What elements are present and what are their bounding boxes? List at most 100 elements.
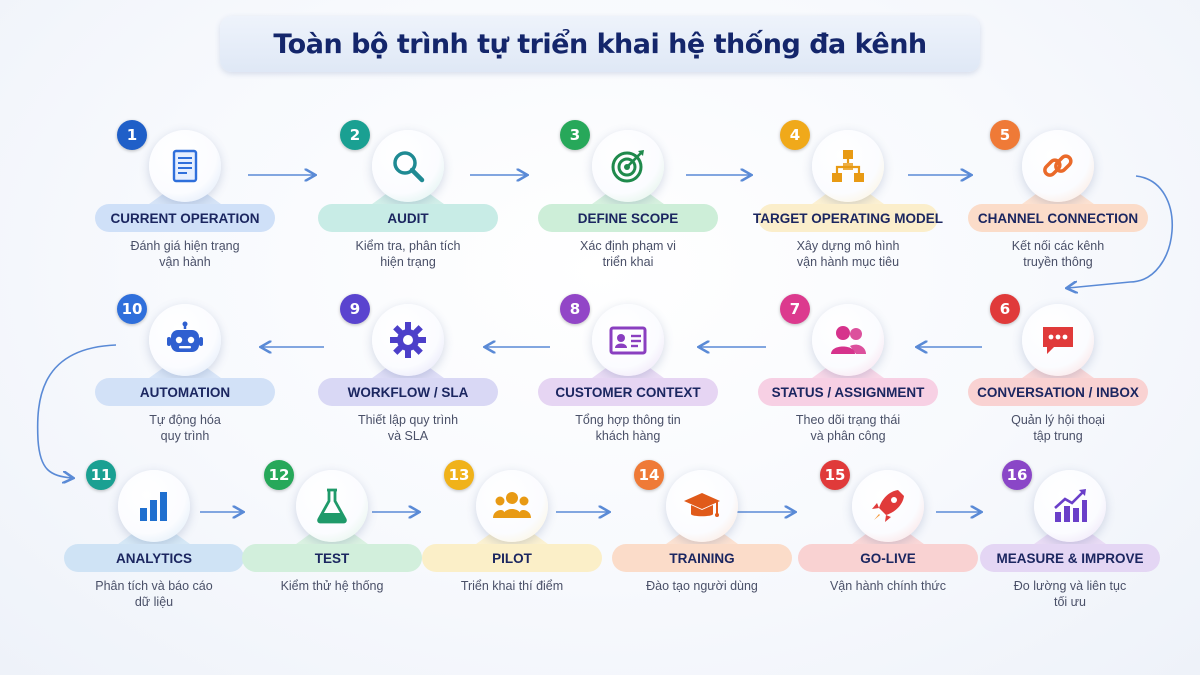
step-number-badge: 16 <box>1002 460 1032 490</box>
step-description-line: Tự động hóa <box>149 413 221 427</box>
users-icon <box>831 326 866 354</box>
step-description-line: Kiểm tra, phân tích <box>355 239 461 253</box>
step-description: Kiểm tra, phân tích hiện trạng <box>308 238 508 270</box>
step-15: 15 GO-LIVE Vận hành chính thức <box>798 458 978 608</box>
step-description-line: và SLA <box>387 429 429 443</box>
step-description-line: Triển khai thí điểm <box>460 579 564 593</box>
step-description-line: Thiết lập quy trình <box>357 413 459 427</box>
step-4: 4 TARGET OPERATING MODEL Xây dựng mô hìn… <box>753 118 943 269</box>
step-label: CONVERSATION / INBOX <box>968 378 1148 406</box>
step-icon-circle <box>592 130 664 202</box>
step-icon-circle <box>296 470 368 542</box>
step-number-badge: 5 <box>990 120 1020 150</box>
step-label: WORKFLOW / SLA <box>318 378 498 406</box>
step-label: STATUS / ASSIGNMENT <box>758 378 938 406</box>
step-description-line: Đào tạo người dùng <box>646 579 758 593</box>
step-5: 5 CHANNEL CONNECTION Kết nối các kênh tru… <box>968 118 1148 269</box>
step-label: PILOT <box>422 544 602 572</box>
step-description-line: vận hành <box>159 255 211 269</box>
step-number-badge: 11 <box>86 460 116 490</box>
step-icon-circle <box>1022 130 1094 202</box>
step-number-badge: 7 <box>780 294 810 324</box>
step-description: Kết nối các kênh truyền thông <box>958 238 1158 270</box>
step-description-line: vận hành mục tiêu <box>796 255 900 269</box>
step-label: CURRENT OPERATION <box>95 204 275 232</box>
step-16: 16 MEASURE & IMPROVE Đo lường và liên tụ… <box>980 458 1160 609</box>
step-number-badge: 3 <box>560 120 590 150</box>
hierarchy-icon <box>832 150 864 182</box>
step-icon-circle <box>1034 470 1106 542</box>
step-label: ANALYTICS <box>64 544 244 572</box>
step-icon-circle <box>812 130 884 202</box>
step-number-badge: 14 <box>634 460 664 490</box>
step-2: 2 AUDIT Kiểm tra, phân tích hiện trạng <box>318 118 498 269</box>
id-card-icon <box>609 326 647 355</box>
step-description-line: tập trung <box>1033 429 1083 443</box>
rocket-icon <box>872 490 904 522</box>
step-icon-circle <box>1022 304 1094 376</box>
step-number-badge: 12 <box>264 460 294 490</box>
step-label: TARGET OPERATING MODEL <box>753 204 943 232</box>
step-description-line: Đánh giá hiện trạng <box>130 239 240 253</box>
title-banner: Toàn bộ trình tự triển khai hệ thống đa … <box>220 16 980 72</box>
page-title: Toàn bộ trình tự triển khai hệ thống đa … <box>273 28 927 60</box>
search-icon <box>393 151 425 183</box>
step-description: Đào tạo người dùng <box>602 578 802 594</box>
step-label: MEASURE & IMPROVE <box>980 544 1160 572</box>
step-description-line: Phân tích và báo cáo <box>95 579 213 593</box>
step-label: TEST <box>242 544 422 572</box>
step-number-badge: 4 <box>780 120 810 150</box>
step-icon-circle <box>149 304 221 376</box>
step-label: TRAINING <box>612 544 792 572</box>
step-description: Triển khai thí điểm <box>412 578 612 594</box>
step-description-line: hiện trạng <box>380 255 436 269</box>
step-number-badge: 10 <box>117 294 147 324</box>
step-7: 7 STATUS / ASSIGNMENT Theo dõi trạng thá… <box>758 292 938 443</box>
step-description-line: Vận hành chính thức <box>829 579 947 593</box>
step-number-badge: 9 <box>340 294 370 324</box>
group-icon <box>493 492 531 518</box>
step-label: AUTOMATION <box>95 378 275 406</box>
gear-icon <box>390 322 426 358</box>
step-number-badge: 6 <box>990 294 1020 324</box>
step-9: 9 WORKFLOW / SLA Thiết lập quy trình và S… <box>318 292 498 443</box>
step-icon-circle <box>372 130 444 202</box>
step-description-line: Kiểm thử hệ thống <box>280 579 384 593</box>
document-icon <box>172 149 198 183</box>
bar-chart-icon <box>140 492 167 521</box>
step-icon-circle <box>476 470 548 542</box>
step-icon-circle <box>852 470 924 542</box>
step-description-line: truyền thông <box>1023 255 1093 269</box>
step-description: Đánh giá hiện trạng vận hành <box>85 238 285 270</box>
step-label: CUSTOMER CONTEXT <box>538 378 718 406</box>
step-13: 13 PILOT Triển khai thí điểm <box>422 458 602 608</box>
step-12: 12 TEST Kiểm thử hệ thống <box>242 458 422 608</box>
step-1: 1 CURRENT OPERATION Đánh giá hiện trạng v… <box>95 118 275 269</box>
step-description: Thiết lập quy trình và SLA <box>308 412 508 444</box>
step-description-line: tối ưu <box>1054 595 1086 609</box>
robot-icon <box>167 321 203 352</box>
step-description-line: và phân công <box>810 429 886 443</box>
step-label: AUDIT <box>318 204 498 232</box>
step-label: CHANNEL CONNECTION <box>968 204 1148 232</box>
chat-icon <box>1043 327 1073 354</box>
step-icon-circle <box>666 470 738 542</box>
graduation-cap-icon <box>684 493 720 517</box>
step-number-badge: 2 <box>340 120 370 150</box>
step-label: DEFINE SCOPE <box>538 204 718 232</box>
step-description-line: Kết nối các kênh <box>1011 239 1105 253</box>
step-icon-circle <box>149 130 221 202</box>
step-number-badge: 1 <box>117 120 147 150</box>
growth-chart-icon <box>1054 489 1087 522</box>
